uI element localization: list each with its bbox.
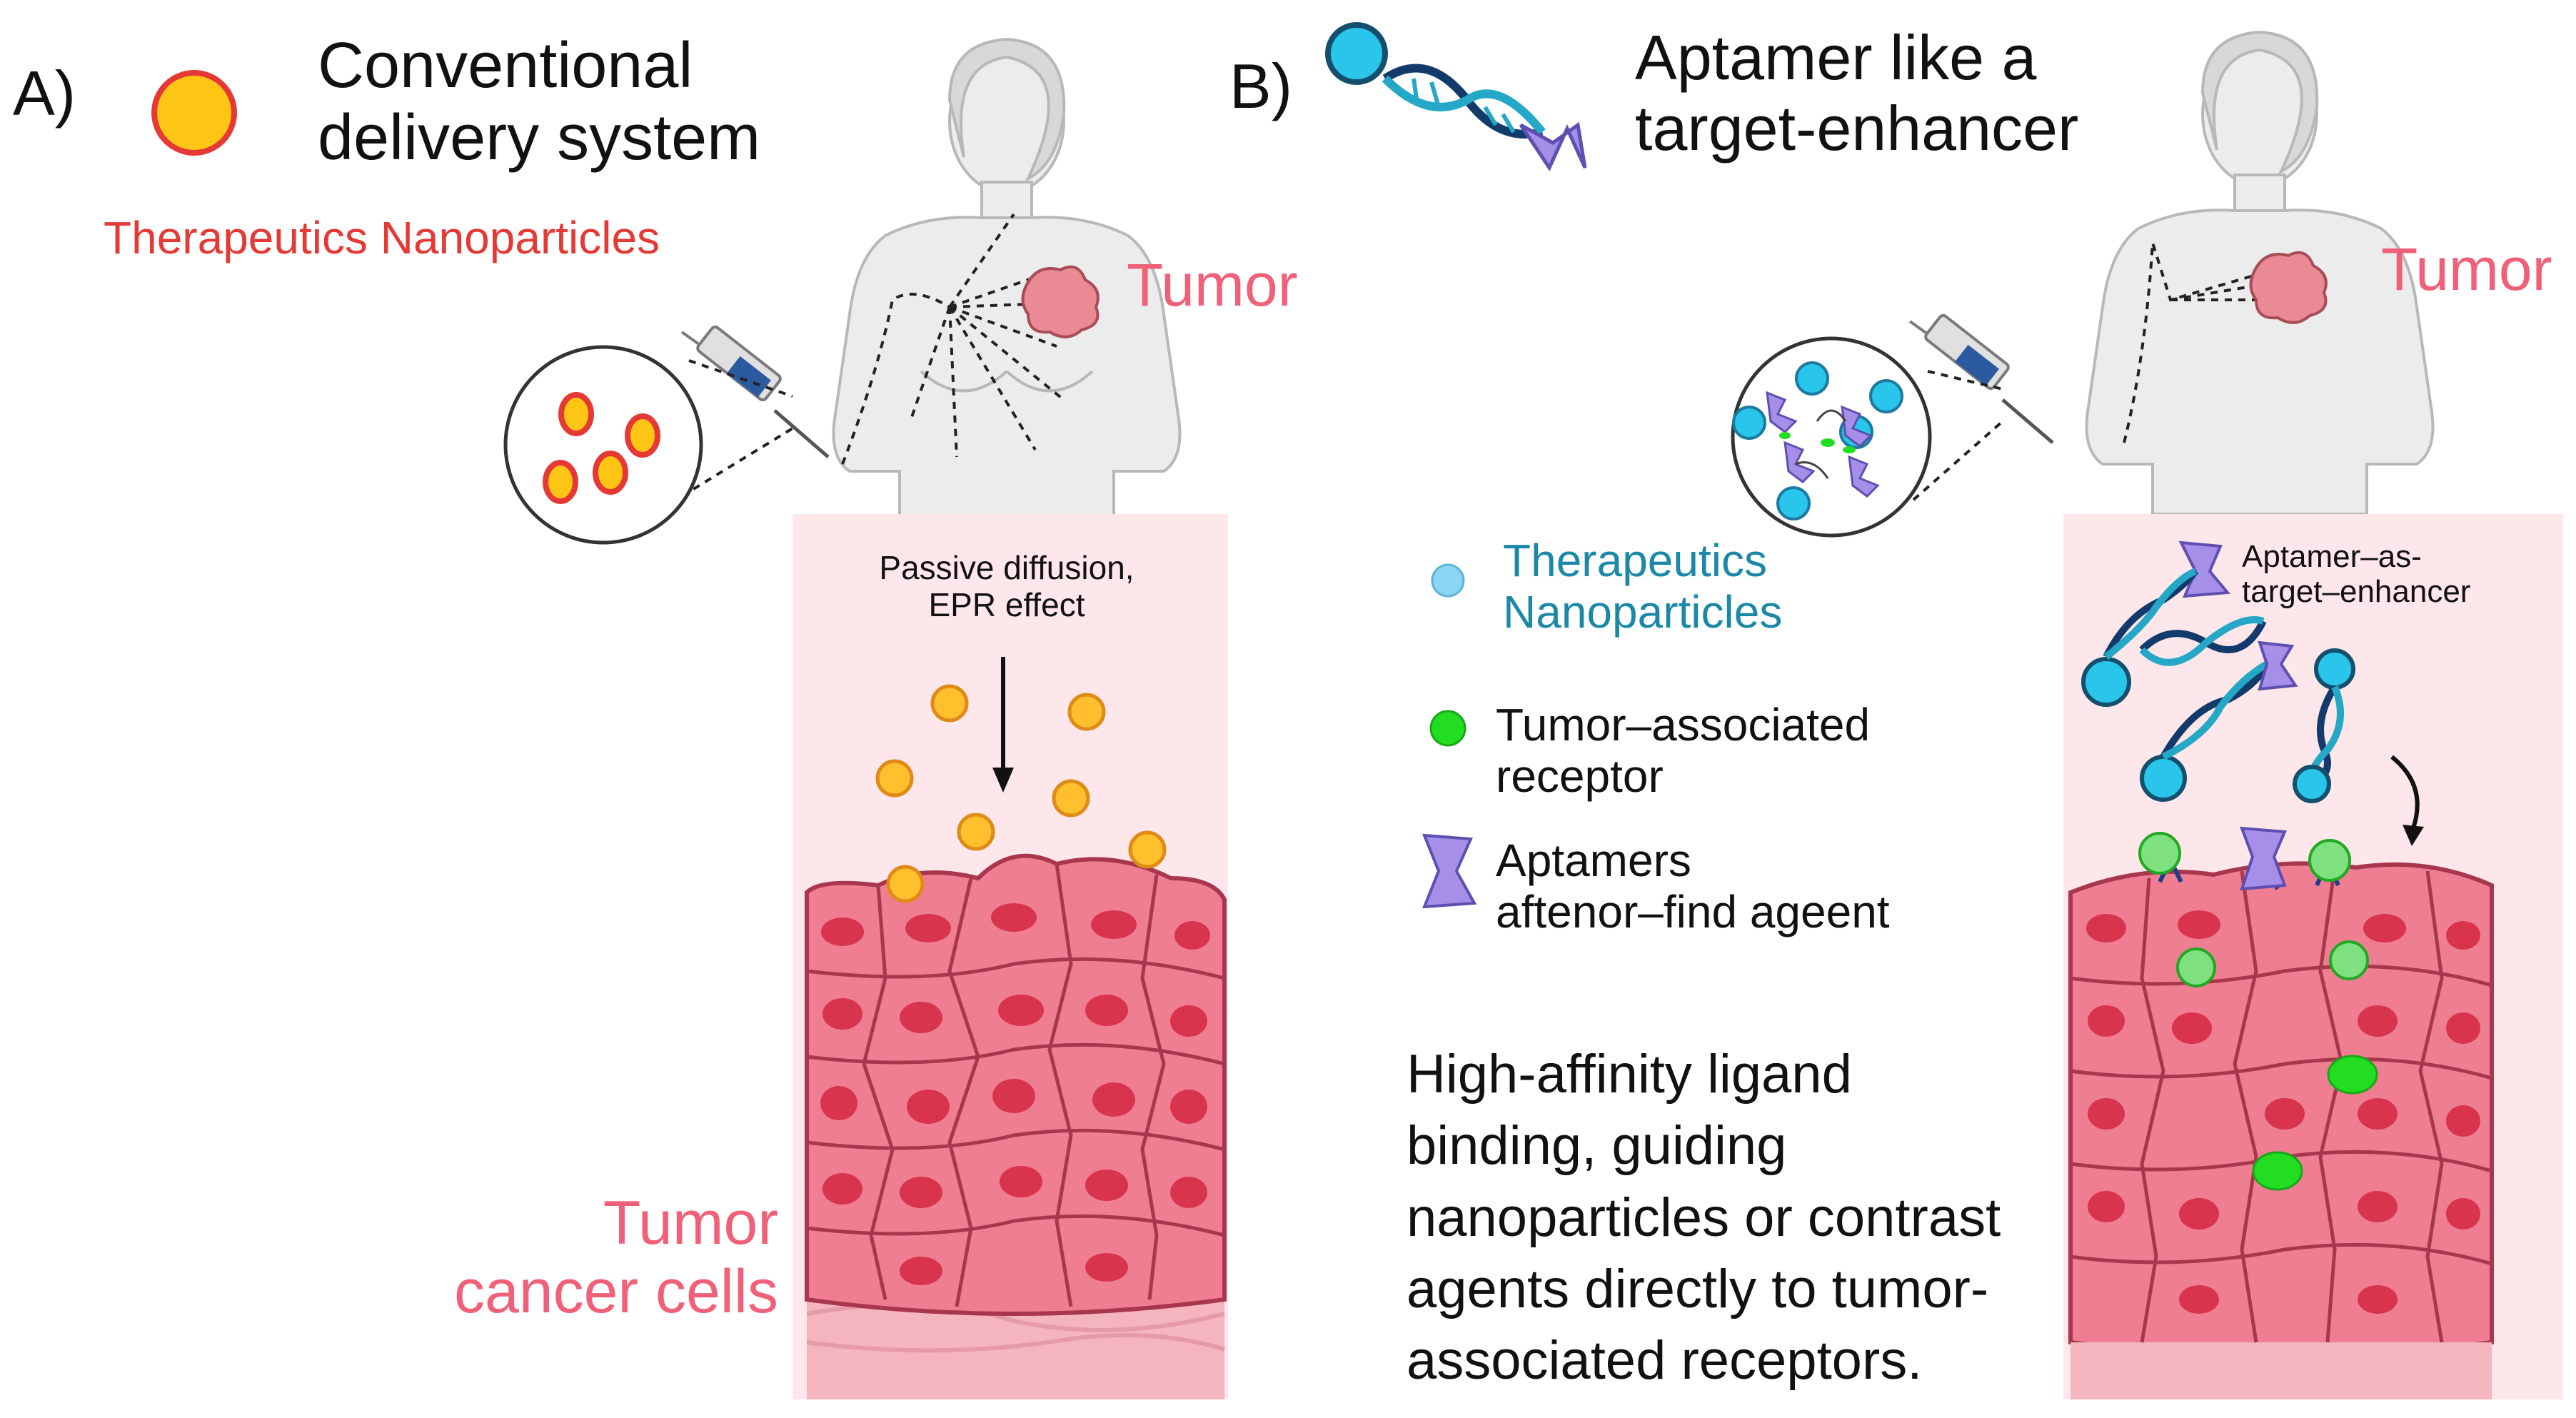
panel-b-letter: B)	[1229, 51, 1292, 121]
panel-b-description: High-affinity ligand binding, guiding na…	[1407, 1044, 2001, 1392]
panel-b-illustration	[1325, 22, 2563, 1399]
panel-b: B) Aptamer like a target-enhancer Tumor …	[1229, 0, 2576, 1418]
panel-a-subtitle: Therapeutics Nanoparticles	[104, 212, 660, 263]
zoomed-nanoparticles	[543, 392, 660, 504]
green-circle-icon	[1429, 710, 1466, 747]
panel-b-tumor-label: Tumor	[2381, 236, 2552, 303]
epr-label: Passive diffusion, EPR effect	[879, 549, 1134, 623]
receptor-tissue	[2063, 514, 2563, 1399]
epr-arrow	[992, 657, 1014, 793]
dispersion-arrows	[841, 213, 1065, 465]
targeting-path	[2123, 242, 2257, 443]
legend-label-receptor: Tumor–associated receptor	[1496, 699, 1871, 802]
aptamer-bowtie-icon	[1422, 833, 1477, 909]
legend-label-nanoparticles: Therapeutics Nanoparticles	[1503, 535, 1783, 638]
zoom-circle	[503, 345, 703, 545]
falling-nanoparticles	[875, 684, 1167, 903]
panel-a: A) Conventional delivery system Therapeu…	[0, 0, 1298, 1418]
orange-nanoparticle-icon	[151, 70, 237, 156]
woman-body-icon	[2085, 30, 2435, 516]
panel-a-illustration	[151, 37, 1228, 1399]
panel-a-title: Conventional delivery system	[318, 30, 761, 174]
surface-receptors	[2138, 826, 2351, 891]
zoomed-aptamer-mix	[1732, 361, 1903, 521]
zoom-circle	[1731, 336, 1932, 538]
zoom-line	[688, 359, 793, 398]
cyan-circle-icon	[1431, 563, 1465, 598]
tumor-cells-label: Tumor cancer cells	[453, 1189, 778, 1327]
legend-label-aptamers: Aptamers aftenor–find ageent	[1496, 835, 1890, 937]
aptamer-header-icon	[1325, 22, 1587, 172]
tumor-tissue	[793, 514, 1228, 1399]
aptamer-callout: Aptamer–as- target–enhancer	[2242, 539, 2471, 610]
zoom-line	[1912, 420, 2004, 501]
syringe-icon	[680, 325, 830, 458]
floating-aptamers	[2081, 540, 2424, 846]
panel-b-title: Aptamer like a target-enhancer	[1635, 22, 2079, 164]
panel-a-letter: A)	[13, 58, 76, 129]
syringe-icon	[1908, 313, 2054, 444]
tumor-mass-icon	[1021, 265, 1100, 338]
panel-a-tumor-label: Tumor	[1127, 251, 1298, 318]
tumor-mass-icon	[2249, 251, 2328, 324]
